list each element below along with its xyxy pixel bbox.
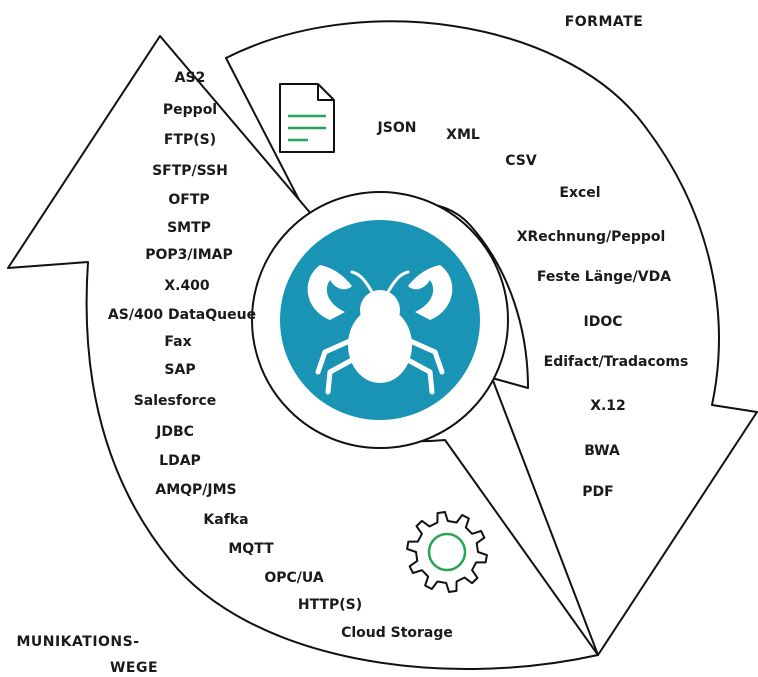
- channel-label: POP3/IMAP: [145, 247, 233, 263]
- channels-heading-line1: MUNIKATIONS-: [16, 634, 139, 650]
- channel-label: JDBC: [155, 424, 194, 440]
- format-label: JSON: [377, 120, 417, 136]
- channel-label: OPC/UA: [264, 570, 323, 586]
- channel-label: Peppol: [163, 102, 217, 118]
- channel-label: MQTT: [228, 541, 274, 557]
- channel-label: X.400: [164, 278, 210, 294]
- format-label: X.12: [590, 398, 626, 414]
- formats-arrow: [225, 20, 758, 656]
- channel-label: Cloud Storage: [341, 625, 453, 641]
- format-label: XML: [446, 127, 480, 143]
- channel-label: SFTP/SSH: [152, 163, 228, 179]
- gear-icon: [406, 511, 488, 593]
- channel-label: Fax: [164, 334, 191, 350]
- format-label: Edifact/Tradacoms: [544, 354, 689, 370]
- format-label: XRechnung/Peppol: [517, 229, 666, 245]
- format-label: CSV: [505, 153, 537, 169]
- channel-label: OFTP: [168, 192, 209, 208]
- channels-heading-line2: WEGE: [110, 660, 158, 676]
- crab-logo-icon: [280, 220, 480, 420]
- formats-heading: FORMATE: [565, 14, 644, 30]
- document-icon: [279, 83, 335, 153]
- channel-label: AS/400 DataQueue: [108, 307, 256, 323]
- format-label: PDF: [582, 484, 613, 500]
- format-label: IDOC: [583, 314, 622, 330]
- channel-label: FTP(S): [164, 132, 216, 148]
- format-label: Feste Länge/VDA: [537, 269, 671, 285]
- channel-label: Salesforce: [134, 393, 217, 409]
- channel-label: AS2: [175, 70, 206, 86]
- channel-label: AMQP/JMS: [155, 482, 236, 498]
- channel-label: LDAP: [159, 453, 201, 469]
- channel-label: Kafka: [203, 512, 248, 528]
- format-label: BWA: [584, 443, 620, 459]
- format-label: Excel: [559, 185, 600, 201]
- channel-label: HTTP(S): [298, 597, 362, 613]
- channel-label: SMTP: [167, 220, 211, 236]
- channel-label: SAP: [164, 362, 195, 378]
